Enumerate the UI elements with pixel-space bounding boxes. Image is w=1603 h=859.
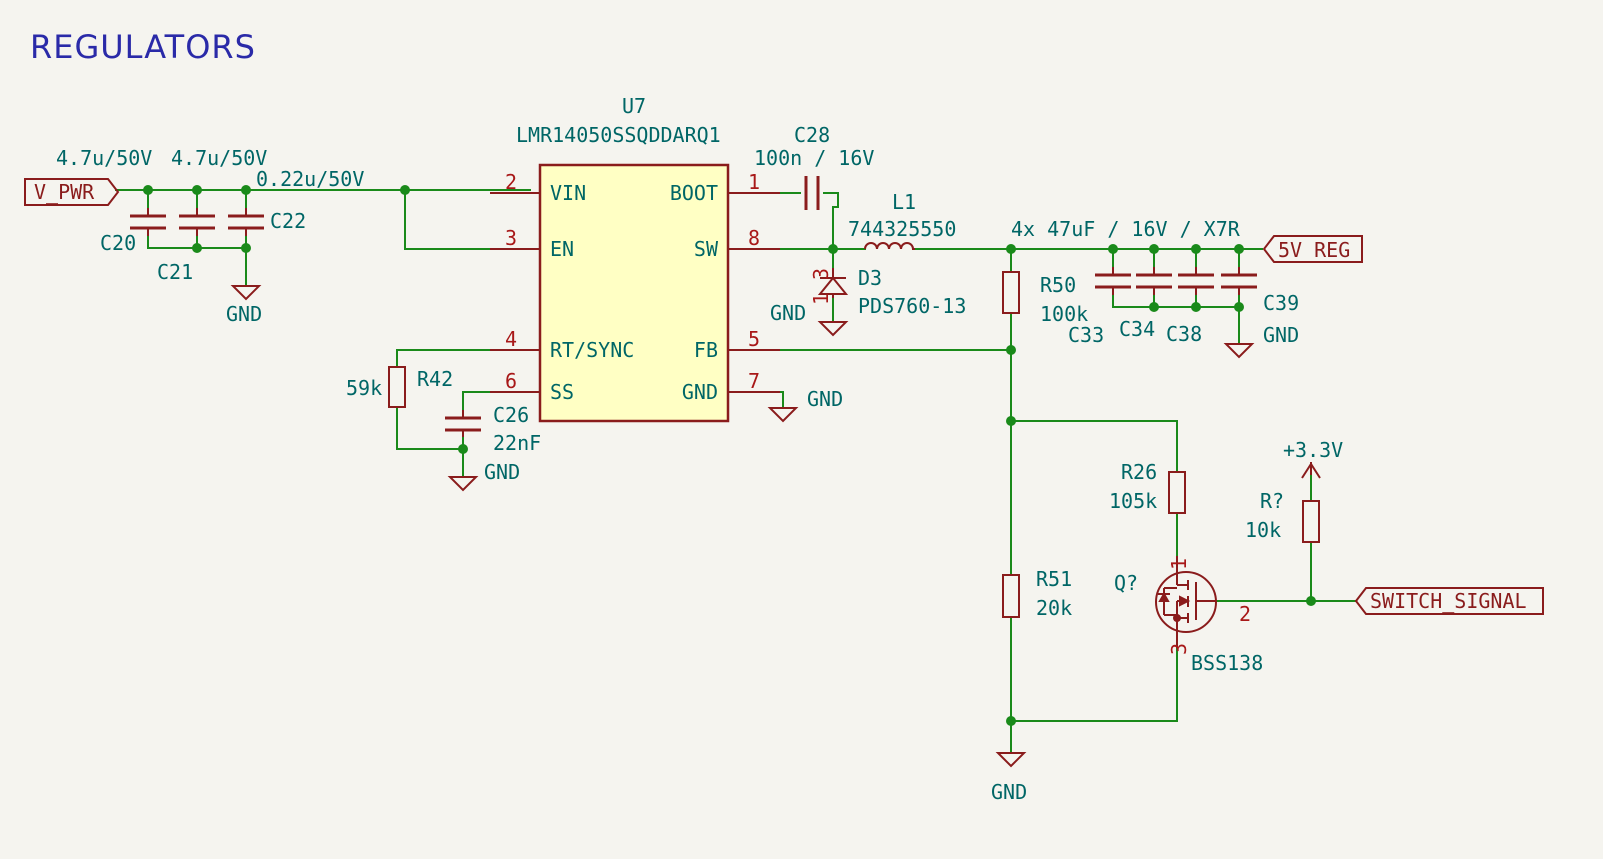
d3-pin3: 3 <box>809 268 833 280</box>
pin-num-ss: 6 <box>505 369 517 393</box>
pin-name-sw: SW <box>694 237 719 261</box>
cap-value-1: 4.7u/50V <box>56 146 152 170</box>
rq-value: 10k <box>1245 518 1281 542</box>
v33-label: +3.3V <box>1283 438 1343 462</box>
u7-value: LMR14050SSQDDARQ1 <box>516 123 721 147</box>
q-pin2: 2 <box>1239 602 1251 626</box>
resistor-r42[interactable]: 59k R42 <box>346 366 453 408</box>
rq-ref: R? <box>1260 489 1284 513</box>
d3-pin1: 1 <box>809 293 833 305</box>
cap-value-3: 0.22u/50V <box>256 167 364 191</box>
pin-name-rt: RT/SYNC <box>550 338 634 362</box>
l1-ref: L1 <box>892 190 916 214</box>
gnd-symbols: GND GND GND GND GND GND <box>226 285 1299 804</box>
gnd-label-bottom: GND <box>991 780 1027 804</box>
capacitor-c26[interactable]: C26 22nF <box>445 403 541 455</box>
r42-value: 59k <box>346 376 382 400</box>
port-5v-reg[interactable]: 5V_REG <box>1262 235 1363 263</box>
r50-ref: R50 <box>1040 273 1076 297</box>
port-vpwr-label: V_PWR <box>34 180 95 204</box>
c20-ref: C20 <box>100 231 136 255</box>
resistor-rq[interactable]: R? 10k <box>1245 489 1320 543</box>
pin-name-boot: BOOT <box>670 181 718 205</box>
r26-value: 105k <box>1109 489 1157 513</box>
q-pin1: 1 <box>1167 558 1191 570</box>
r51-ref: R51 <box>1036 567 1072 591</box>
c33-ref: C33 <box>1068 323 1104 347</box>
power-3v3: +3.3V <box>1283 438 1343 479</box>
u7-ref: U7 <box>622 94 646 118</box>
input-capacitors[interactable]: 4.7u/50V 4.7u/50V 0.22u/50V C20 C21 C22 <box>56 146 364 284</box>
pin-name-gnd: GND <box>682 380 718 404</box>
r51-value: 20k <box>1036 596 1072 620</box>
c28-value: 100n / 16V <box>754 146 874 170</box>
pin-num-sw: 8 <box>748 226 760 250</box>
gnd-label-outcaps: GND <box>1263 323 1299 347</box>
c22-ref: C22 <box>270 209 306 233</box>
c26-ref: C26 <box>493 403 529 427</box>
resistor-r26[interactable]: R26 105k <box>1109 460 1186 514</box>
r42-ref: R42 <box>417 367 453 391</box>
gnd-label-d3: GND <box>770 301 806 325</box>
pin-num-fb: 5 <box>748 327 760 351</box>
l1-value: 744325550 <box>848 217 956 241</box>
cap-value-2: 4.7u/50V <box>171 146 267 170</box>
port-switch-signal-label: SWITCH_SIGNAL <box>1370 589 1527 613</box>
pin-name-en: EN <box>550 237 574 261</box>
pin-name-ss: SS <box>550 380 574 404</box>
output-capacitors[interactable]: 4x 47uF / 16V / X7R C33 C34 C38 C39 <box>1011 217 1299 347</box>
gnd-label-pin7: GND <box>807 387 843 411</box>
gnd-label-ss: GND <box>484 460 520 484</box>
ic-u7[interactable]: U7 LMR14050SSQDDARQ1 2 3 4 6 1 8 5 7 VIN… <box>490 94 780 423</box>
mosfet-q[interactable]: 1 3 2 Q? BSS138 <box>1114 556 1263 675</box>
pin-num-en: 3 <box>505 226 517 250</box>
r26-ref: R26 <box>1121 460 1157 484</box>
pin-name-fb: FB <box>694 338 718 362</box>
resistor-r51[interactable]: R51 20k <box>1002 567 1072 620</box>
pin-num-gnd: 7 <box>748 369 760 393</box>
q-ref: Q? <box>1114 571 1138 595</box>
junctions <box>143 185 1316 726</box>
port-vpwr[interactable]: V_PWR <box>24 178 120 206</box>
capacitor-c28[interactable]: C28 100n / 16V <box>754 123 874 210</box>
c21-ref: C21 <box>157 260 193 284</box>
sheet-title: REGULATORS <box>30 28 256 66</box>
port-switch-signal[interactable]: SWITCH_SIGNAL <box>1354 587 1544 615</box>
q-value: BSS138 <box>1191 651 1263 675</box>
c26-value: 22nF <box>493 431 541 455</box>
c34-ref: C34 <box>1119 317 1155 341</box>
pin-num-boot: 1 <box>748 170 760 194</box>
r50-value: 100k <box>1040 302 1088 326</box>
c38-ref: C38 <box>1166 322 1202 346</box>
resistor-r50[interactable]: R50 100k <box>1002 271 1088 326</box>
port-5v-reg-label: 5V_REG <box>1278 238 1350 262</box>
q-pin3: 3 <box>1167 643 1191 655</box>
output-caps-value: 4x 47uF / 16V / X7R <box>1011 217 1241 241</box>
inductor-l1[interactable]: L1 744325550 <box>848 190 956 250</box>
pin-num-vin: 2 <box>505 170 517 194</box>
c28-ref: C28 <box>794 123 830 147</box>
diode-d3[interactable]: 3 1 D3 PDS760-13 <box>809 266 966 318</box>
d3-value: PDS760-13 <box>858 294 966 318</box>
pin-name-vin: VIN <box>550 181 586 205</box>
c39-ref: C39 <box>1263 291 1299 315</box>
gnd-label-input: GND <box>226 302 262 326</box>
pin-num-rt: 4 <box>505 327 517 351</box>
d3-ref: D3 <box>858 266 882 290</box>
